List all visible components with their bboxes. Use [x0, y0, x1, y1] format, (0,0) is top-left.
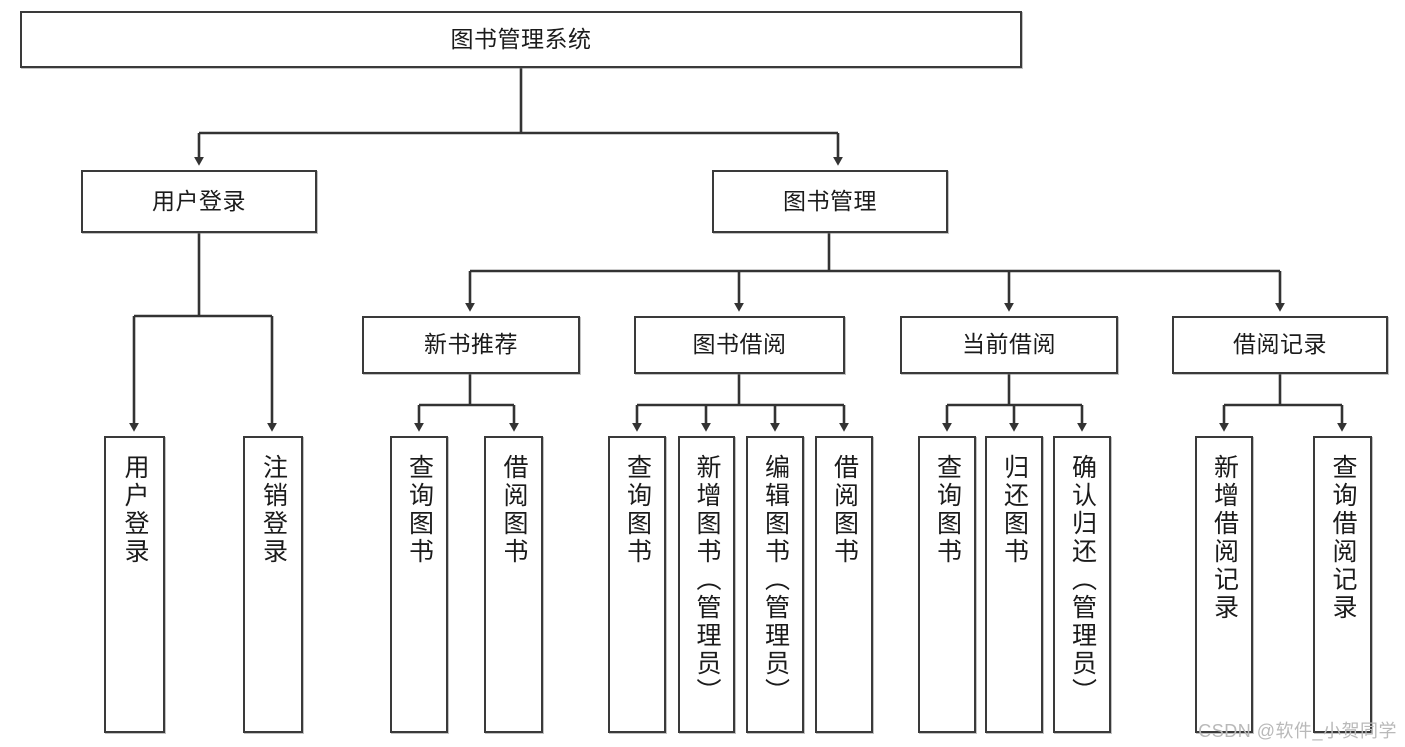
node-user-login[interactable]: 用户登录	[81, 170, 317, 233]
node-leaf-query-book-1[interactable]: 查询图书	[390, 436, 448, 733]
node-book-borrow[interactable]: 图书借阅	[634, 316, 845, 374]
node-label: 借阅图书	[830, 454, 859, 566]
node-leaf-add-borrow-record[interactable]: 新增借阅记录	[1195, 436, 1253, 733]
node-label: 图书管理系统	[450, 25, 592, 52]
node-leaf-borrow-book-1[interactable]: 借阅图书	[484, 436, 543, 733]
node-leaf-edit-book-admin[interactable]: 编辑图书（管理员）	[746, 436, 804, 733]
node-label: 确认归还（管理员）	[1068, 454, 1097, 706]
node-label: 借阅图书	[500, 454, 528, 566]
node-label: 查询图书	[623, 454, 652, 566]
node-leaf-borrow-book-2[interactable]: 借阅图书	[815, 436, 873, 733]
node-leaf-add-book-admin[interactable]: 新增图书（管理员）	[678, 436, 735, 733]
node-leaf-return-book[interactable]: 归还图书	[985, 436, 1043, 733]
node-label: 用户登录	[152, 187, 246, 214]
node-leaf-user-login[interactable]: 用户登录	[104, 436, 165, 733]
node-label: 查询借阅记录	[1329, 454, 1357, 622]
node-label: 借阅记录	[1233, 331, 1327, 358]
node-current-borrow[interactable]: 当前借阅	[900, 316, 1118, 374]
node-leaf-confirm-return-admin[interactable]: 确认归还（管理员）	[1053, 436, 1111, 733]
csdn-watermark: CSDN @软件_小贺同学	[1198, 721, 1397, 741]
node-leaf-query-book-2[interactable]: 查询图书	[608, 436, 666, 733]
node-root-book-management-system[interactable]: 图书管理系统	[20, 11, 1022, 68]
node-label: 归还图书	[1000, 454, 1029, 566]
node-label: 新增借阅记录	[1210, 454, 1239, 622]
node-book-management[interactable]: 图书管理	[712, 170, 948, 233]
node-label: 当前借阅	[962, 331, 1056, 358]
node-leaf-logout-login[interactable]: 注销登录	[243, 436, 303, 733]
node-label: 查询图书	[405, 454, 434, 566]
node-label: 新书推荐	[424, 331, 518, 358]
node-new-book-recommend[interactable]: 新书推荐	[362, 316, 580, 374]
node-leaf-query-borrow-record[interactable]: 查询借阅记录	[1313, 436, 1372, 733]
node-label: 新增图书（管理员）	[693, 454, 721, 706]
node-label: 图书借阅	[692, 331, 787, 358]
node-label: 编辑图书（管理员）	[761, 454, 790, 706]
node-borrow-record[interactable]: 借阅记录	[1172, 316, 1388, 374]
node-label: 注销登录	[259, 454, 288, 566]
node-leaf-query-book-3[interactable]: 查询图书	[918, 436, 976, 733]
node-label: 图书管理	[783, 187, 877, 214]
node-label: 查询图书	[933, 454, 962, 566]
node-label: 用户登录	[121, 454, 149, 566]
